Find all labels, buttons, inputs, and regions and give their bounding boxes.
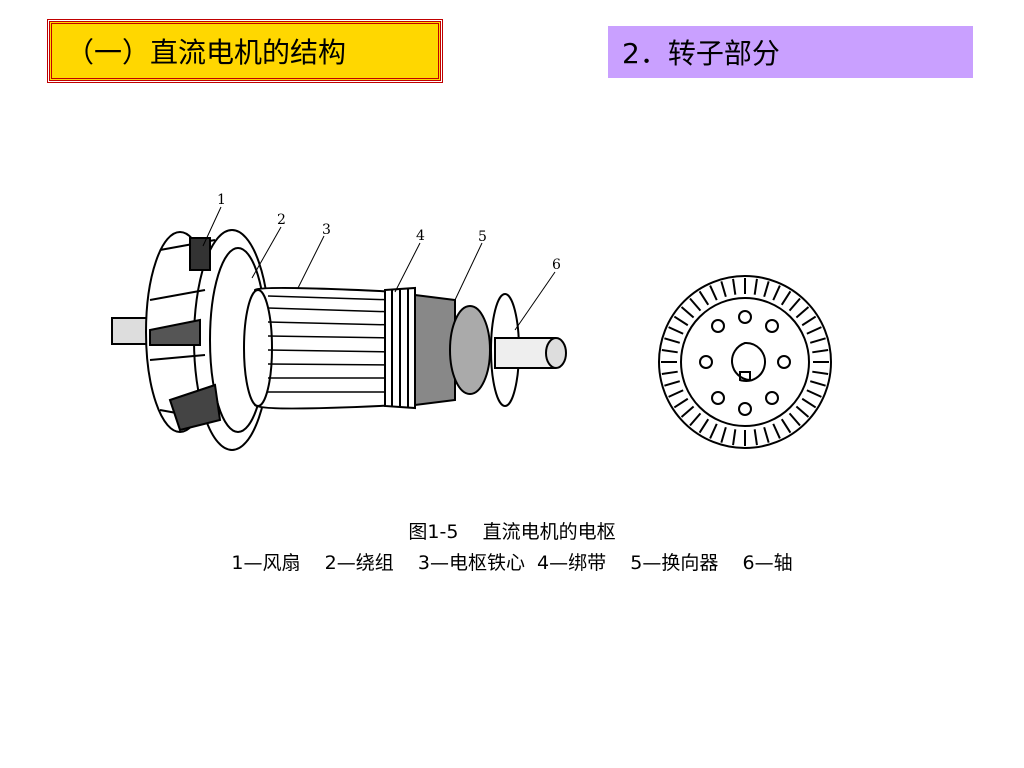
lamination-slot [668,326,684,335]
lamination-slot [806,326,822,335]
commutator [414,293,491,407]
lamination-slot [664,337,681,344]
lamination-slot [806,389,822,398]
lamination-slot [812,349,829,354]
lamination-slot [668,389,684,398]
lamination-slot [698,418,710,434]
callout-2: 2 [277,212,286,228]
section-heading-text: 2．转子部分 [622,37,780,70]
callout-5: 5 [478,229,487,245]
lamination-slot [673,397,689,409]
figure-caption-title: 图1-5 直流电机的电枢 [408,521,616,543]
vent-holes [699,310,791,416]
callout-leaders [202,206,556,331]
lamination-slot [763,281,770,298]
callout-1: 1 [217,192,226,208]
lamination-slot [673,315,689,327]
lamination-slot [753,429,758,446]
lamination-slot [720,281,727,298]
lamination-slot [809,337,826,344]
lamination-slot [732,429,737,446]
lamination-slot [709,423,718,439]
callout-4: 4 [416,228,425,244]
lamination-slot [795,306,810,319]
lamination-slot [689,297,702,312]
lamination-slot [763,426,770,443]
lamination-slot [680,405,695,418]
right-shaft [494,337,556,369]
binding-band [384,286,416,410]
lamination-slot [753,278,758,295]
end-plate [490,293,520,407]
lamination-slot [680,306,695,319]
lamination-slot [709,285,718,301]
lamination-slot [661,349,678,354]
section-heading: 2．转子部分 [608,26,973,78]
core-lamination-disk [658,275,832,449]
callout-6: 6 [552,257,561,273]
lamination-slot [801,315,817,327]
keyed-bore [731,341,766,382]
armature-assembly [111,229,567,451]
lamination-slot [664,380,681,387]
lamination-slot [812,370,829,375]
lamination-slot [809,380,826,387]
lamination-slot [689,412,702,427]
slide-title: （一）直流电机的结构 [47,19,443,83]
armature-core [243,286,401,410]
slide-title-text: （一）直流电机的结构 [66,36,347,69]
lamination-slot [788,297,801,312]
lamination-slot [698,290,710,306]
lamination-slot [772,423,781,439]
lamination-slot [801,397,817,409]
lamination-slot [780,418,792,434]
lamination-slots [661,278,829,446]
figure-caption-legend: 1—风扇 2—绕组 3—电枢铁心 4—绑带 5—换向器 6—轴 [231,552,793,574]
lamination-slot [795,405,810,418]
left-shaft [111,317,155,345]
lamination-slot [661,370,678,375]
fan [145,229,271,451]
lamination-slot [788,412,801,427]
lamination-slot [780,290,792,306]
lamination-slot [720,426,727,443]
callout-3: 3 [322,222,331,238]
lamination-slot [732,278,737,295]
lamination-slot [772,285,781,301]
